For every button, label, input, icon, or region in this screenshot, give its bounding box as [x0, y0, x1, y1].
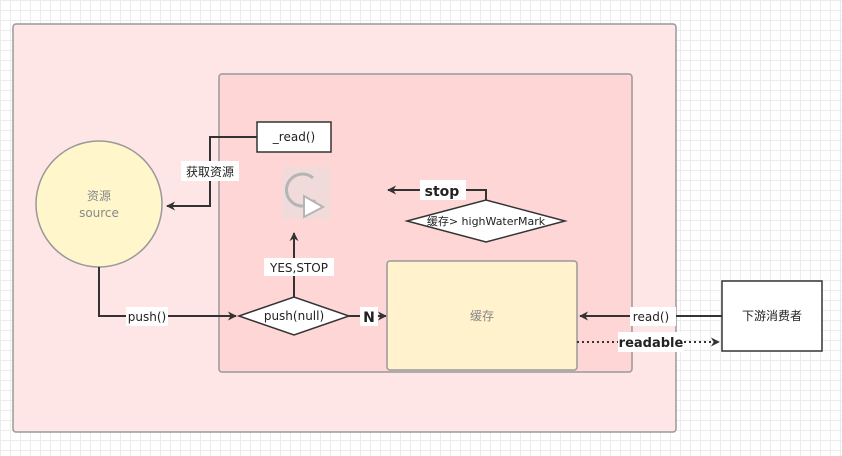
source-node: 资源 source	[35, 140, 163, 268]
consumer-label: 下游消费者	[742, 309, 802, 323]
push-label-bg	[126, 307, 168, 326]
yes-stop-label: YES,STOP	[269, 261, 328, 275]
yes-stop-label-bg	[264, 258, 334, 276]
push-null-label: push(null)	[264, 309, 324, 323]
fetch-resource-label: 获取资源	[186, 165, 234, 179]
readable-label-bg	[618, 332, 684, 352]
read-label: read()	[633, 310, 669, 324]
stop-label-bg	[420, 180, 466, 200]
buffer-label: 缓存	[470, 309, 494, 323]
source-label-cn: 资源	[87, 189, 111, 203]
source-label-en: source	[79, 206, 119, 220]
push-arrow	[98, 267, 237, 321]
push-label: push()	[128, 310, 166, 324]
stop-label: stop	[425, 184, 460, 200]
highwatermark-label: 缓存> highWaterMark	[427, 214, 546, 228]
read-function-label: _read()	[272, 130, 315, 144]
n-label-bg	[360, 307, 378, 326]
read-function-node: _read()	[256, 121, 332, 153]
stop-arrow	[388, 190, 487, 200]
highwatermark-decision: 缓存> highWaterMark	[404, 199, 568, 243]
consumer-node: 下游消费者	[721, 280, 823, 352]
fetch-label-bg	[181, 161, 239, 181]
read-label-bg	[630, 307, 676, 326]
restart-icon	[282, 167, 330, 219]
buffer-node: 缓存	[386, 260, 578, 371]
readable-label: readable	[619, 336, 684, 351]
no-label: N	[363, 310, 375, 326]
